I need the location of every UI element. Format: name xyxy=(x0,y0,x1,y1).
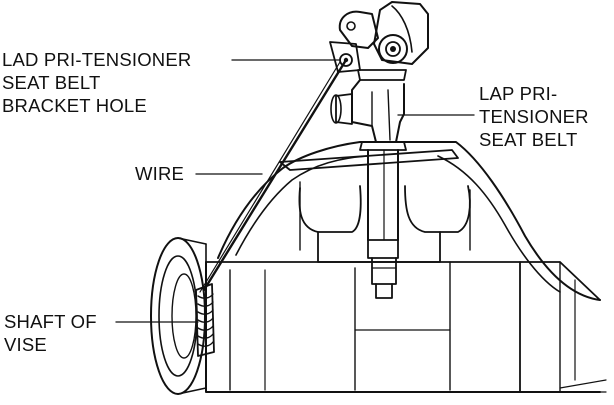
label-line: LAP PRI- xyxy=(479,83,558,104)
label-shaft-of-vise: SHAFT OF VISE xyxy=(4,310,97,356)
label-line: SHAFT OF xyxy=(4,311,97,332)
label-line: WIRE xyxy=(135,163,185,184)
vise-handwheel xyxy=(150,237,207,395)
label-line: SEAT BELT xyxy=(479,129,578,150)
label-lap-pretensioner-seat-belt: LAP PRI- TENSIONER SEAT BELT xyxy=(479,82,589,151)
label-lad-pretensioner-bracket-hole: LAD PRI-TENSIONER SEAT BELT BRACKET HOLE xyxy=(2,48,191,117)
wire xyxy=(199,58,348,293)
lap-pretensioner-seat-belt xyxy=(329,1,429,299)
label-line: SEAT BELT xyxy=(2,72,101,93)
label-line: TENSIONER xyxy=(479,106,589,127)
label-line: BRACKET HOLE xyxy=(2,95,147,116)
label-line: LAD PRI-TENSIONER xyxy=(2,49,192,70)
leader-lines xyxy=(115,59,475,323)
vise-body xyxy=(205,141,607,393)
label-wire: WIRE xyxy=(135,162,184,185)
label-line: VISE xyxy=(4,334,47,355)
